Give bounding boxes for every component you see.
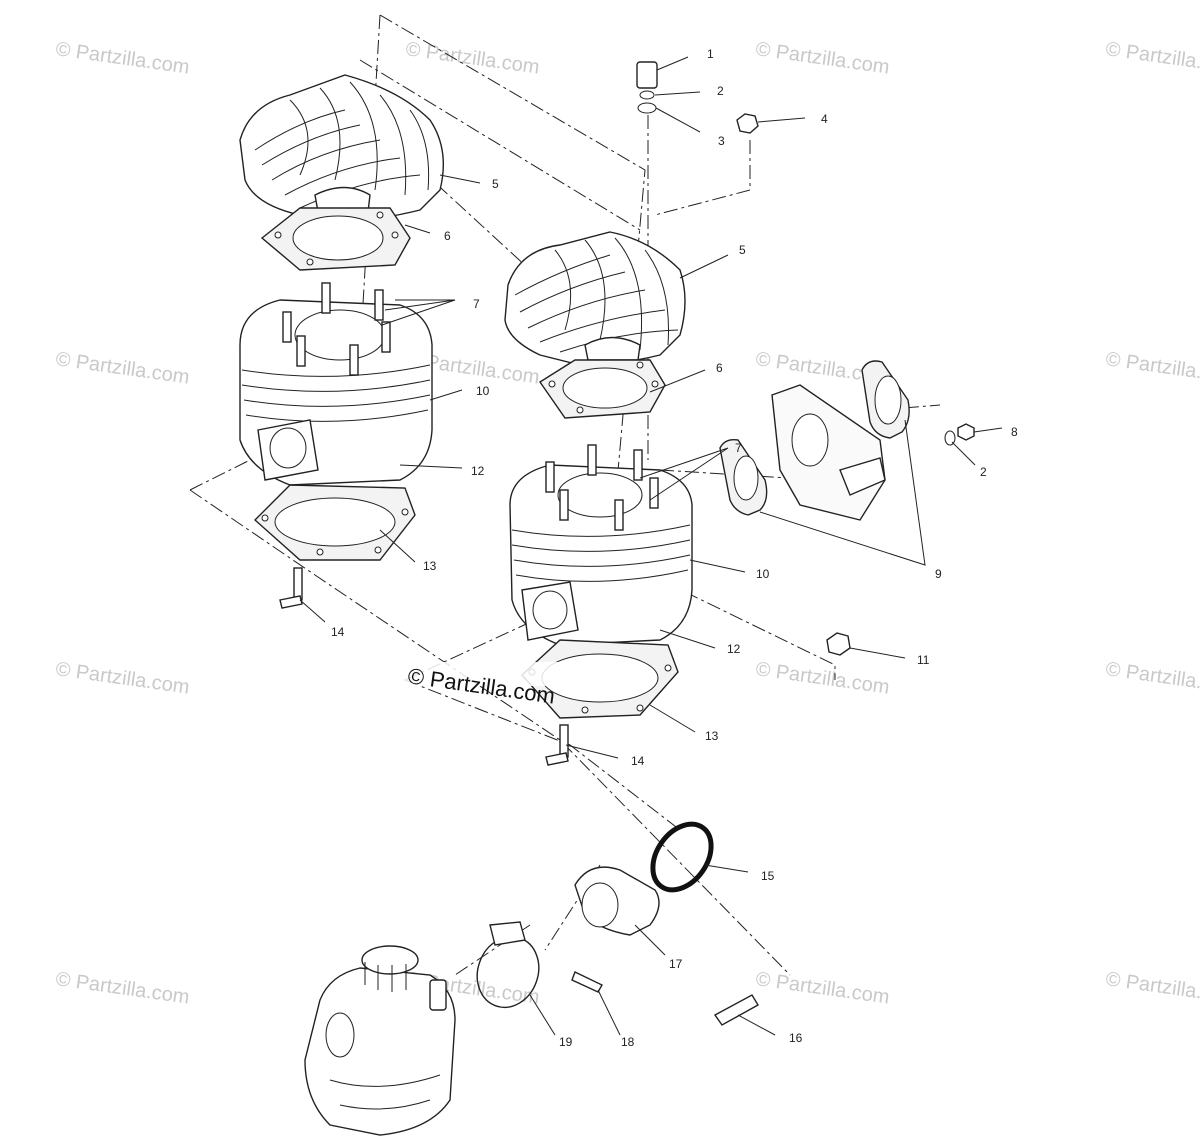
callout-5: 5 (492, 177, 499, 191)
callout-10: 10 (476, 384, 490, 398)
callout-labels: 1 2 3 4 5 6 7 10 12 13 14 5 6 7 8 2 9 10… (331, 47, 1018, 1049)
watermark: © Partzilla.com (1104, 968, 1200, 1009)
small-hardware (636, 61, 975, 656)
right-head-gasket (539, 359, 666, 419)
callout-7: 7 (735, 441, 742, 455)
exhaust-gaskets-bracket (719, 360, 910, 521)
right-water-fitting (545, 724, 569, 766)
watermark: © Partzilla.com (54, 38, 191, 79)
watermark: © Partzilla.com (404, 38, 541, 79)
callout-7: 7 (473, 297, 480, 311)
washer-part-3 (637, 102, 657, 114)
callout-1: 1 (707, 47, 714, 61)
watermark: © Partzilla.com (1104, 348, 1200, 389)
left-head-gasket (260, 207, 411, 271)
intake-o-ring-part-15 (650, 821, 714, 893)
callout-6: 6 (716, 361, 723, 375)
callout-18: 18 (621, 1035, 635, 1049)
callout-13: 13 (423, 559, 437, 573)
watermark: © Partzilla.com (54, 348, 191, 389)
left-base-gasket (253, 484, 416, 561)
callout-5: 5 (739, 243, 746, 257)
callout-17: 17 (669, 957, 683, 971)
callout-16: 16 (789, 1031, 803, 1045)
callout-9: 9 (935, 567, 942, 581)
left-cylinder-head (239, 74, 445, 223)
watermark: © Partzilla.com (754, 968, 891, 1009)
watermark: © Partzilla.com (54, 968, 191, 1009)
watermark: © Partzilla.com (754, 658, 891, 699)
callout-10: 10 (756, 567, 770, 581)
callout-4: 4 (821, 112, 828, 126)
callout-15: 15 (761, 869, 775, 883)
callout-2: 2 (717, 84, 724, 98)
watermark: © Partzilla.com (754, 38, 891, 79)
callout-2: 2 (980, 465, 987, 479)
leader-lines (299, 56, 1003, 1036)
nut-part-4 (736, 113, 759, 134)
callout-14: 14 (331, 625, 345, 639)
watermark: © Partzilla.com (54, 658, 191, 699)
watermark: © Partzilla.com (1104, 38, 1200, 79)
center-watermark-backdrop (405, 662, 575, 686)
left-water-fitting (279, 567, 303, 609)
right-cylinder-head (504, 231, 686, 366)
screw-part-18 (571, 971, 603, 993)
callout-8: 8 (1011, 425, 1018, 439)
callout-13: 13 (705, 729, 719, 743)
right-cylinder (509, 444, 693, 646)
washer-part-2 (639, 90, 655, 100)
callout-19: 19 (559, 1035, 573, 1049)
nut-part-8 (957, 423, 975, 441)
spacer-part-1 (636, 61, 658, 89)
bolt-part-16 (713, 994, 759, 1026)
carburetor (304, 945, 456, 1136)
watermark: © Partzilla.com (1104, 658, 1200, 699)
nut-part-11 (826, 632, 851, 656)
callout-3: 3 (718, 134, 725, 148)
callout-12: 12 (727, 642, 741, 656)
callout-11: 11 (917, 653, 930, 667)
washer-right-part-2 (944, 430, 956, 446)
left-cylinder (239, 282, 433, 486)
intake-parts (476, 821, 759, 1026)
callout-12: 12 (471, 464, 485, 478)
callout-6: 6 (444, 229, 451, 243)
callout-14: 14 (631, 754, 645, 768)
